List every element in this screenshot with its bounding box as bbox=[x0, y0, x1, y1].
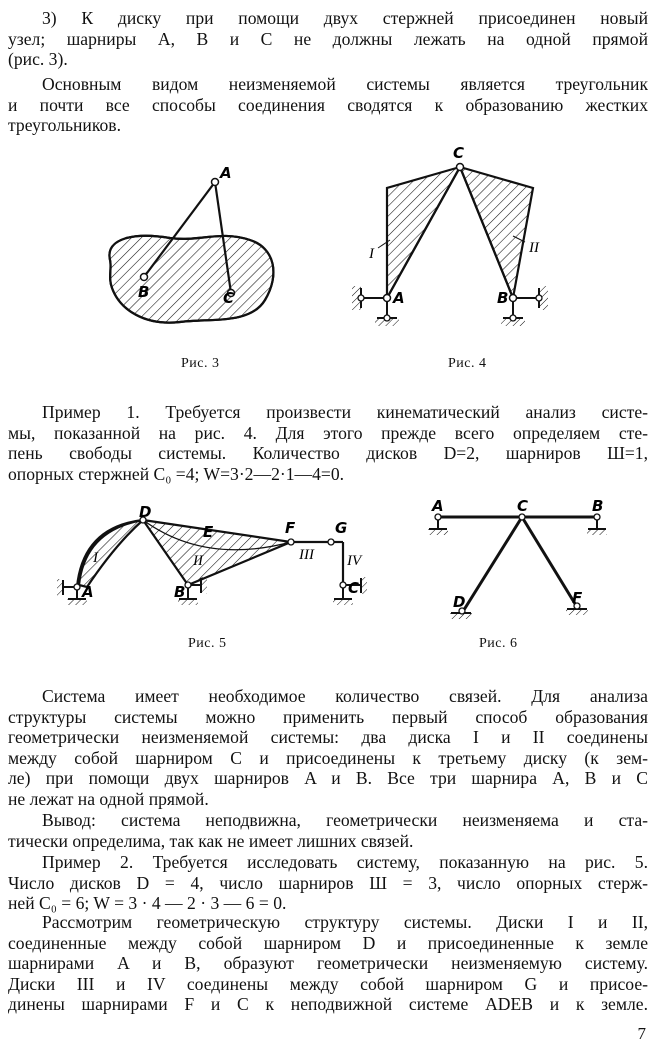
label-b: B bbox=[174, 583, 185, 601]
text-line: не лежат на одной прямой. bbox=[8, 788, 209, 809]
paragraph-2: Основным видом неизменяемой системы явля… bbox=[8, 74, 648, 136]
text-line: Основным видом неизменяемой системы явля… bbox=[42, 74, 648, 94]
text-line: мы, показанной на рис. 4. Для этого преж… bbox=[8, 422, 648, 443]
text-line: динены шарнирами F и C к неподвижной сис… bbox=[8, 994, 648, 1014]
text-line: Рассмотрим геометрическую структуру сист… bbox=[42, 912, 648, 932]
text-line: Число дисков D = 4, число шарниров Ш = 3… bbox=[8, 872, 648, 893]
text-line: и почти все способы соединения сводятся … bbox=[8, 94, 648, 115]
text-line: опорных стержней C₀ =4; W=3·2—2·1—4=0. bbox=[8, 463, 345, 484]
label-b: B bbox=[497, 289, 508, 307]
label-c: C bbox=[517, 497, 528, 515]
text-line: соединенные между собой шарниром D и при… bbox=[8, 932, 648, 953]
text-line: треугольников. bbox=[8, 115, 122, 135]
text-line: тически определима, так как не имеет лиш… bbox=[8, 830, 414, 851]
text-line: пень свободы системы. Количество дисков … bbox=[8, 443, 648, 463]
figure-4-caption: Рис. 4 bbox=[448, 356, 487, 371]
text-line: ле) при помощи двух шарниров A и B. Все … bbox=[8, 768, 648, 788]
label-g: G bbox=[335, 519, 347, 537]
label-b: B bbox=[138, 283, 149, 301]
paragraph-example-2: Пример 2. Требуется исследовать систему,… bbox=[8, 852, 648, 914]
label-a: A bbox=[81, 583, 94, 601]
label-disk-1: I bbox=[368, 246, 375, 262]
text-line: узел; шарниры A, B и C не должны лежать … bbox=[8, 28, 648, 49]
figure-6-caption: Рис. 6 bbox=[479, 636, 518, 651]
text-line: Пример 2. Требуется исследовать систему,… bbox=[42, 852, 648, 872]
figure-6: A C B D F bbox=[428, 497, 607, 619]
paragraph-conclusion: Вывод: система неподвижна, геометрически… bbox=[8, 810, 648, 851]
text-line: Диски III и IV соединены между собой шар… bbox=[8, 973, 648, 994]
label-d: D bbox=[139, 503, 151, 521]
label-disk-2: II bbox=[528, 240, 540, 256]
label-e: E bbox=[203, 523, 214, 541]
paragraph-example-1: Пример 1. Требуется произвести кинематич… bbox=[8, 402, 648, 484]
paragraph-7: Рассмотрим геометрическую структуру сист… bbox=[8, 912, 648, 1015]
figure-5: D E F G I II III IV A B C bbox=[57, 503, 367, 605]
figure-5-caption: Рис. 5 bbox=[188, 636, 227, 651]
text-line: Вывод: система неподвижна, геометрически… bbox=[42, 810, 648, 830]
figure-4: C I II A B bbox=[352, 144, 548, 326]
label-a: A bbox=[431, 497, 444, 515]
text-line: Система имеет необходимое количество свя… bbox=[42, 686, 648, 706]
label-disk-4: IV bbox=[346, 553, 363, 569]
text-line: геометрически неизменяемой системы: два … bbox=[8, 727, 648, 747]
label-a: A bbox=[392, 289, 405, 307]
label-b: B bbox=[592, 497, 603, 515]
label-f: F bbox=[572, 589, 583, 607]
figure-3-caption: Рис. 3 bbox=[181, 356, 220, 371]
label-d: D bbox=[453, 593, 465, 611]
paragraph-4: Система имеет необходимое количество свя… bbox=[8, 686, 648, 809]
label-a: A bbox=[219, 164, 232, 182]
text-line: шарнирами A и B, образуют геометрически … bbox=[8, 953, 648, 973]
label-disk-1: I bbox=[92, 550, 99, 566]
label-c: C bbox=[223, 289, 234, 307]
paragraph-1: 3) К диску при помощи двух стержней прис… bbox=[8, 8, 648, 70]
label-c: C bbox=[348, 579, 359, 597]
figure-3: A B C bbox=[108, 164, 275, 324]
label-c: C bbox=[453, 144, 464, 162]
text-line: (рис. 3). bbox=[8, 49, 68, 69]
text-line: 3) К диску при помощи двух стержней прис… bbox=[42, 8, 648, 28]
text-line: ней C₀ = 6; W = 3 · 4 — 2 · 3 — 6 = 0. bbox=[8, 893, 287, 913]
label-f: F bbox=[285, 519, 296, 537]
text-line: Пример 1. Требуется произвести кинематич… bbox=[42, 402, 648, 422]
label-disk-3: III bbox=[298, 547, 315, 563]
label-disk-2: II bbox=[192, 553, 204, 569]
text-line: между собой шарниром C и присоединены к … bbox=[8, 747, 648, 768]
page-number: 7 bbox=[637, 1024, 647, 1043]
text-line: структуры системы можно применить первый… bbox=[8, 706, 648, 727]
